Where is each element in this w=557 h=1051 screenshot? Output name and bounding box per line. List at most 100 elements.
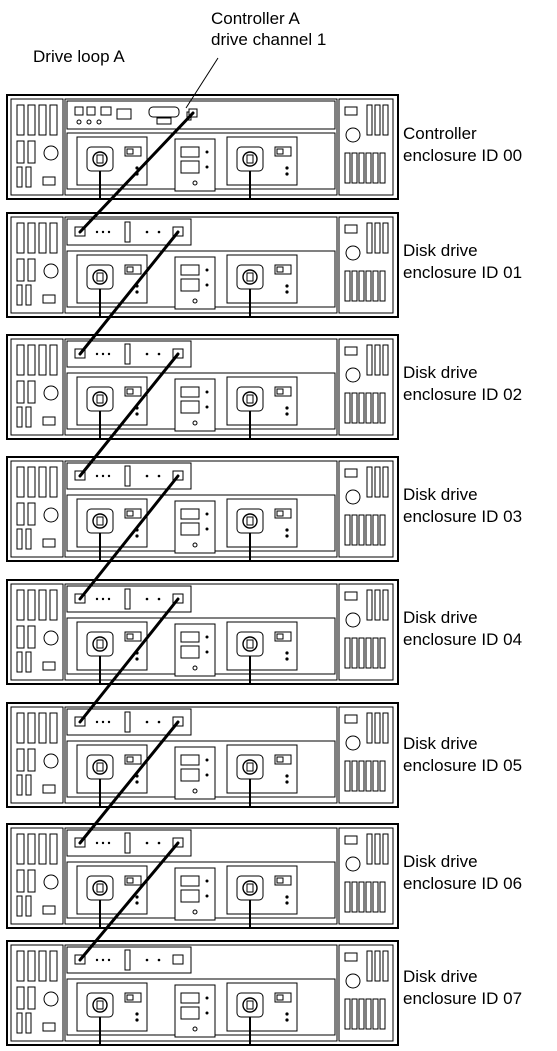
vent-slot xyxy=(379,637,386,669)
fan-knob-icon xyxy=(345,735,361,751)
led-icon xyxy=(95,474,99,478)
controller-panel xyxy=(66,100,336,130)
vent-slot xyxy=(372,514,379,546)
led-icon xyxy=(145,474,149,478)
fan-tab xyxy=(42,784,56,794)
switch-rocker xyxy=(276,510,284,517)
left-fan-assembly xyxy=(10,944,64,1042)
vent-slot xyxy=(27,986,36,1010)
vent-slot xyxy=(344,270,351,302)
vent-slot xyxy=(16,712,25,744)
led-icon xyxy=(95,352,99,356)
module-latch xyxy=(124,465,131,487)
vent-slot xyxy=(358,760,365,792)
vent-slot xyxy=(366,344,373,376)
led-icon xyxy=(101,720,105,724)
vent-slot xyxy=(344,392,351,424)
led-icon xyxy=(285,895,289,899)
vent-slot xyxy=(38,344,47,376)
vent-slot xyxy=(38,950,47,982)
led-icon xyxy=(205,165,209,169)
vent-slot xyxy=(358,392,365,424)
led-icon xyxy=(135,412,139,416)
led-icon xyxy=(205,635,209,639)
led-icon xyxy=(135,657,139,661)
enclosure-06 xyxy=(6,823,399,929)
enclosure-label-line-1: Disk drive xyxy=(403,852,478,871)
led-icon xyxy=(95,720,99,724)
left-fan-assembly xyxy=(10,706,64,804)
callout-line-1: Controller A xyxy=(211,9,300,28)
id-switch xyxy=(180,508,200,520)
vent-slot xyxy=(372,270,379,302)
enclosure-label-line-1: Disk drive xyxy=(403,608,478,627)
switch-rocker xyxy=(126,510,134,517)
vent-slot xyxy=(344,514,351,546)
vent-slot xyxy=(358,637,365,669)
led-icon xyxy=(205,150,209,154)
led-icon xyxy=(101,597,105,601)
vent-slot xyxy=(16,950,25,982)
socket-pin xyxy=(246,639,254,649)
enclosure-label-line-2: enclosure ID 01 xyxy=(403,263,523,282)
led-icon xyxy=(205,758,209,762)
vent-slot xyxy=(16,589,25,621)
fan-knob-icon xyxy=(43,263,59,279)
right-fan-assembly xyxy=(338,944,394,1042)
enclosure-label-line-2: enclosure ID 00 xyxy=(403,146,523,165)
id-switch xyxy=(180,386,200,398)
led-icon xyxy=(285,780,289,784)
vent-slot xyxy=(25,895,32,917)
vent-slot xyxy=(27,950,36,982)
vent-slot xyxy=(49,104,58,136)
vent-slot xyxy=(49,344,58,376)
led-icon xyxy=(135,166,139,170)
vent-slot xyxy=(27,140,36,164)
led-icon xyxy=(101,352,105,356)
vent-slot xyxy=(366,104,373,136)
fan-tab xyxy=(344,714,358,724)
vent-slot xyxy=(16,284,23,306)
socket-pin xyxy=(96,154,104,164)
vent-slot xyxy=(16,625,25,649)
led-icon xyxy=(205,894,209,898)
vent-slot xyxy=(25,166,32,188)
socket-pin xyxy=(246,883,254,893)
enclosure-05 xyxy=(6,702,399,808)
vent-slot xyxy=(365,270,372,302)
fan-knob-icon xyxy=(43,507,59,523)
enclosure-label-line-1: Disk drive xyxy=(403,363,478,382)
enclosure-label-00: Controller enclosure ID 00 xyxy=(403,123,522,167)
led-icon xyxy=(86,119,92,125)
vent-slot xyxy=(16,104,25,136)
id-switch xyxy=(180,522,200,536)
led-icon xyxy=(101,841,105,845)
vent-slot xyxy=(358,881,365,913)
vent-slot xyxy=(27,258,36,282)
vent-slot xyxy=(374,222,381,254)
vent-slot xyxy=(49,466,58,498)
led-icon xyxy=(157,841,161,845)
central-bay xyxy=(64,216,338,317)
vent-slot xyxy=(16,258,25,282)
led-icon xyxy=(135,534,139,538)
vent-slot xyxy=(366,466,373,498)
vent-slot xyxy=(49,712,58,744)
led-icon xyxy=(205,879,209,883)
serial-clip xyxy=(156,117,172,125)
led-icon xyxy=(76,119,82,125)
vent-slot xyxy=(374,466,381,498)
switch-rocker xyxy=(126,877,134,884)
vent-slot xyxy=(27,466,36,498)
right-fan-assembly xyxy=(338,460,394,558)
switch-rocker xyxy=(126,633,134,640)
id-switch-module xyxy=(174,867,216,921)
vent-slot xyxy=(372,998,379,1030)
switch-rocker xyxy=(126,388,134,395)
power-supply-a xyxy=(76,982,148,1045)
fan-knob-icon xyxy=(345,245,361,261)
vent-slot xyxy=(382,104,389,136)
led-icon xyxy=(135,1012,139,1016)
vent-slot xyxy=(351,514,358,546)
socket-pin xyxy=(246,1000,254,1010)
